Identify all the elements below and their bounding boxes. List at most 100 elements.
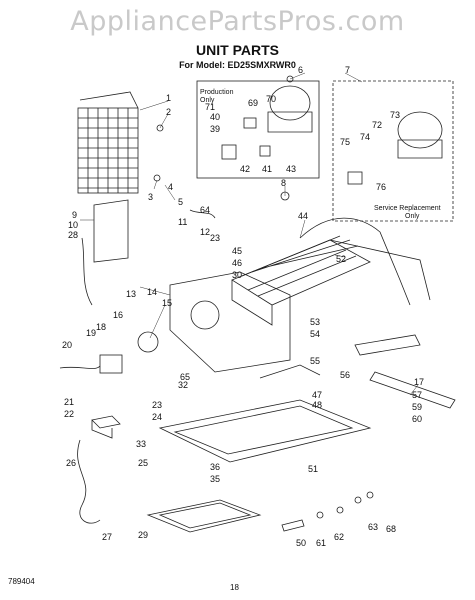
callout: 40	[210, 112, 220, 122]
production-only-label-2: Only	[200, 97, 215, 104]
callout: 48	[312, 400, 322, 410]
model-line: For Model: ED25SMXRWR0	[179, 60, 296, 70]
diagram-title: UNIT PARTS	[196, 42, 279, 58]
condenser-coil	[231, 235, 371, 326]
callout: 13	[126, 289, 136, 299]
callout: 42	[240, 164, 250, 174]
callout-labels: 1 2 3 4 5 6 7 8 9 10 11 12 13 14 15 16 1…	[62, 65, 424, 548]
drain-pan	[146, 499, 262, 533]
callout: 63	[368, 522, 378, 532]
callout: 22	[64, 409, 74, 419]
production-only-label-1: Production	[200, 89, 234, 96]
callout: 62	[334, 532, 344, 542]
callout: 28	[68, 230, 78, 240]
callout: 44	[298, 211, 308, 221]
callout: 26	[66, 458, 76, 468]
callout: 30	[232, 270, 242, 280]
callout: 12	[200, 227, 210, 237]
page-number: 18	[230, 583, 239, 592]
callout: 8	[281, 178, 286, 188]
callout: 65	[180, 372, 190, 382]
drain-tube	[81, 237, 93, 306]
callout: 20	[62, 340, 72, 350]
callout: 10	[68, 220, 78, 230]
service-replacement-label-2: Only	[405, 213, 420, 220]
callout: 74	[360, 132, 370, 142]
evaporator-coil	[77, 91, 139, 194]
fan-blade	[137, 331, 159, 353]
callout: 6	[298, 65, 303, 75]
callout: 54	[310, 329, 320, 339]
compressor-production	[269, 85, 311, 121]
callout: 70	[266, 94, 276, 104]
callout: 33	[136, 439, 146, 449]
service-replacement-box	[332, 80, 454, 222]
callout: 35	[210, 474, 220, 484]
fan-motor	[99, 354, 123, 374]
callout: 55	[310, 356, 320, 366]
machine-base	[158, 399, 372, 463]
callout: 53	[310, 317, 320, 327]
power-cord	[77, 439, 101, 524]
callout: 4	[168, 182, 173, 192]
callout: 29	[138, 530, 148, 540]
callout: 73	[390, 110, 400, 120]
callout: 50	[296, 538, 306, 548]
callout: 59	[412, 402, 422, 412]
callout: 64	[200, 205, 210, 215]
callout: 39	[210, 124, 220, 134]
callout: 52	[336, 254, 346, 264]
wire-64	[189, 209, 216, 219]
service-replacement-label-1: Service Replacement	[374, 205, 441, 212]
bracket-56	[354, 334, 421, 356]
callout: 23	[152, 400, 162, 410]
fan-shroud	[169, 271, 291, 373]
production-only-box	[196, 80, 320, 179]
footer-code: 789404	[8, 577, 35, 586]
callout: 16	[113, 310, 123, 320]
callout: 36	[210, 462, 220, 472]
callout: 56	[340, 370, 350, 380]
callout: 71	[205, 102, 215, 112]
callout: 1	[166, 93, 171, 103]
callout: 51	[308, 464, 318, 474]
callout: 25	[138, 458, 148, 468]
cover-21	[91, 415, 121, 439]
callout: 27	[102, 532, 112, 542]
callout: 11	[178, 217, 187, 227]
defrost-heater	[93, 199, 129, 263]
callout: 61	[316, 538, 326, 548]
callout: 23	[210, 233, 220, 243]
callout: 21	[64, 397, 74, 407]
callout: 19	[86, 328, 96, 338]
discharge-tube	[299, 217, 411, 306]
callout: 41	[262, 164, 272, 174]
callout: 68	[386, 524, 396, 534]
callout: 46	[232, 258, 242, 268]
compressor-service	[397, 111, 443, 149]
callout: 43	[286, 164, 296, 174]
callout: 76	[376, 182, 386, 192]
callout: 18	[96, 322, 106, 332]
callout: 17	[414, 377, 424, 387]
callout: 5	[178, 197, 183, 207]
callout: 3	[148, 192, 153, 202]
rail-17	[369, 371, 456, 409]
callout: 75	[340, 137, 350, 147]
callout: 15	[162, 298, 172, 308]
callout: 14	[147, 287, 157, 297]
callout: 69	[248, 98, 258, 108]
callout: 60	[412, 414, 422, 424]
tube-50	[281, 519, 305, 532]
callout: 24	[152, 412, 162, 422]
callout: 9	[72, 210, 77, 220]
callout: 72	[372, 120, 382, 130]
callout: 7	[345, 65, 350, 75]
callout: 47	[312, 390, 322, 400]
callout: 57	[412, 390, 422, 400]
callout: 32	[178, 380, 188, 390]
callout: 45	[232, 246, 242, 256]
callout: 2	[166, 107, 171, 117]
watermark: AppliancePartsPros.com	[70, 6, 405, 37]
